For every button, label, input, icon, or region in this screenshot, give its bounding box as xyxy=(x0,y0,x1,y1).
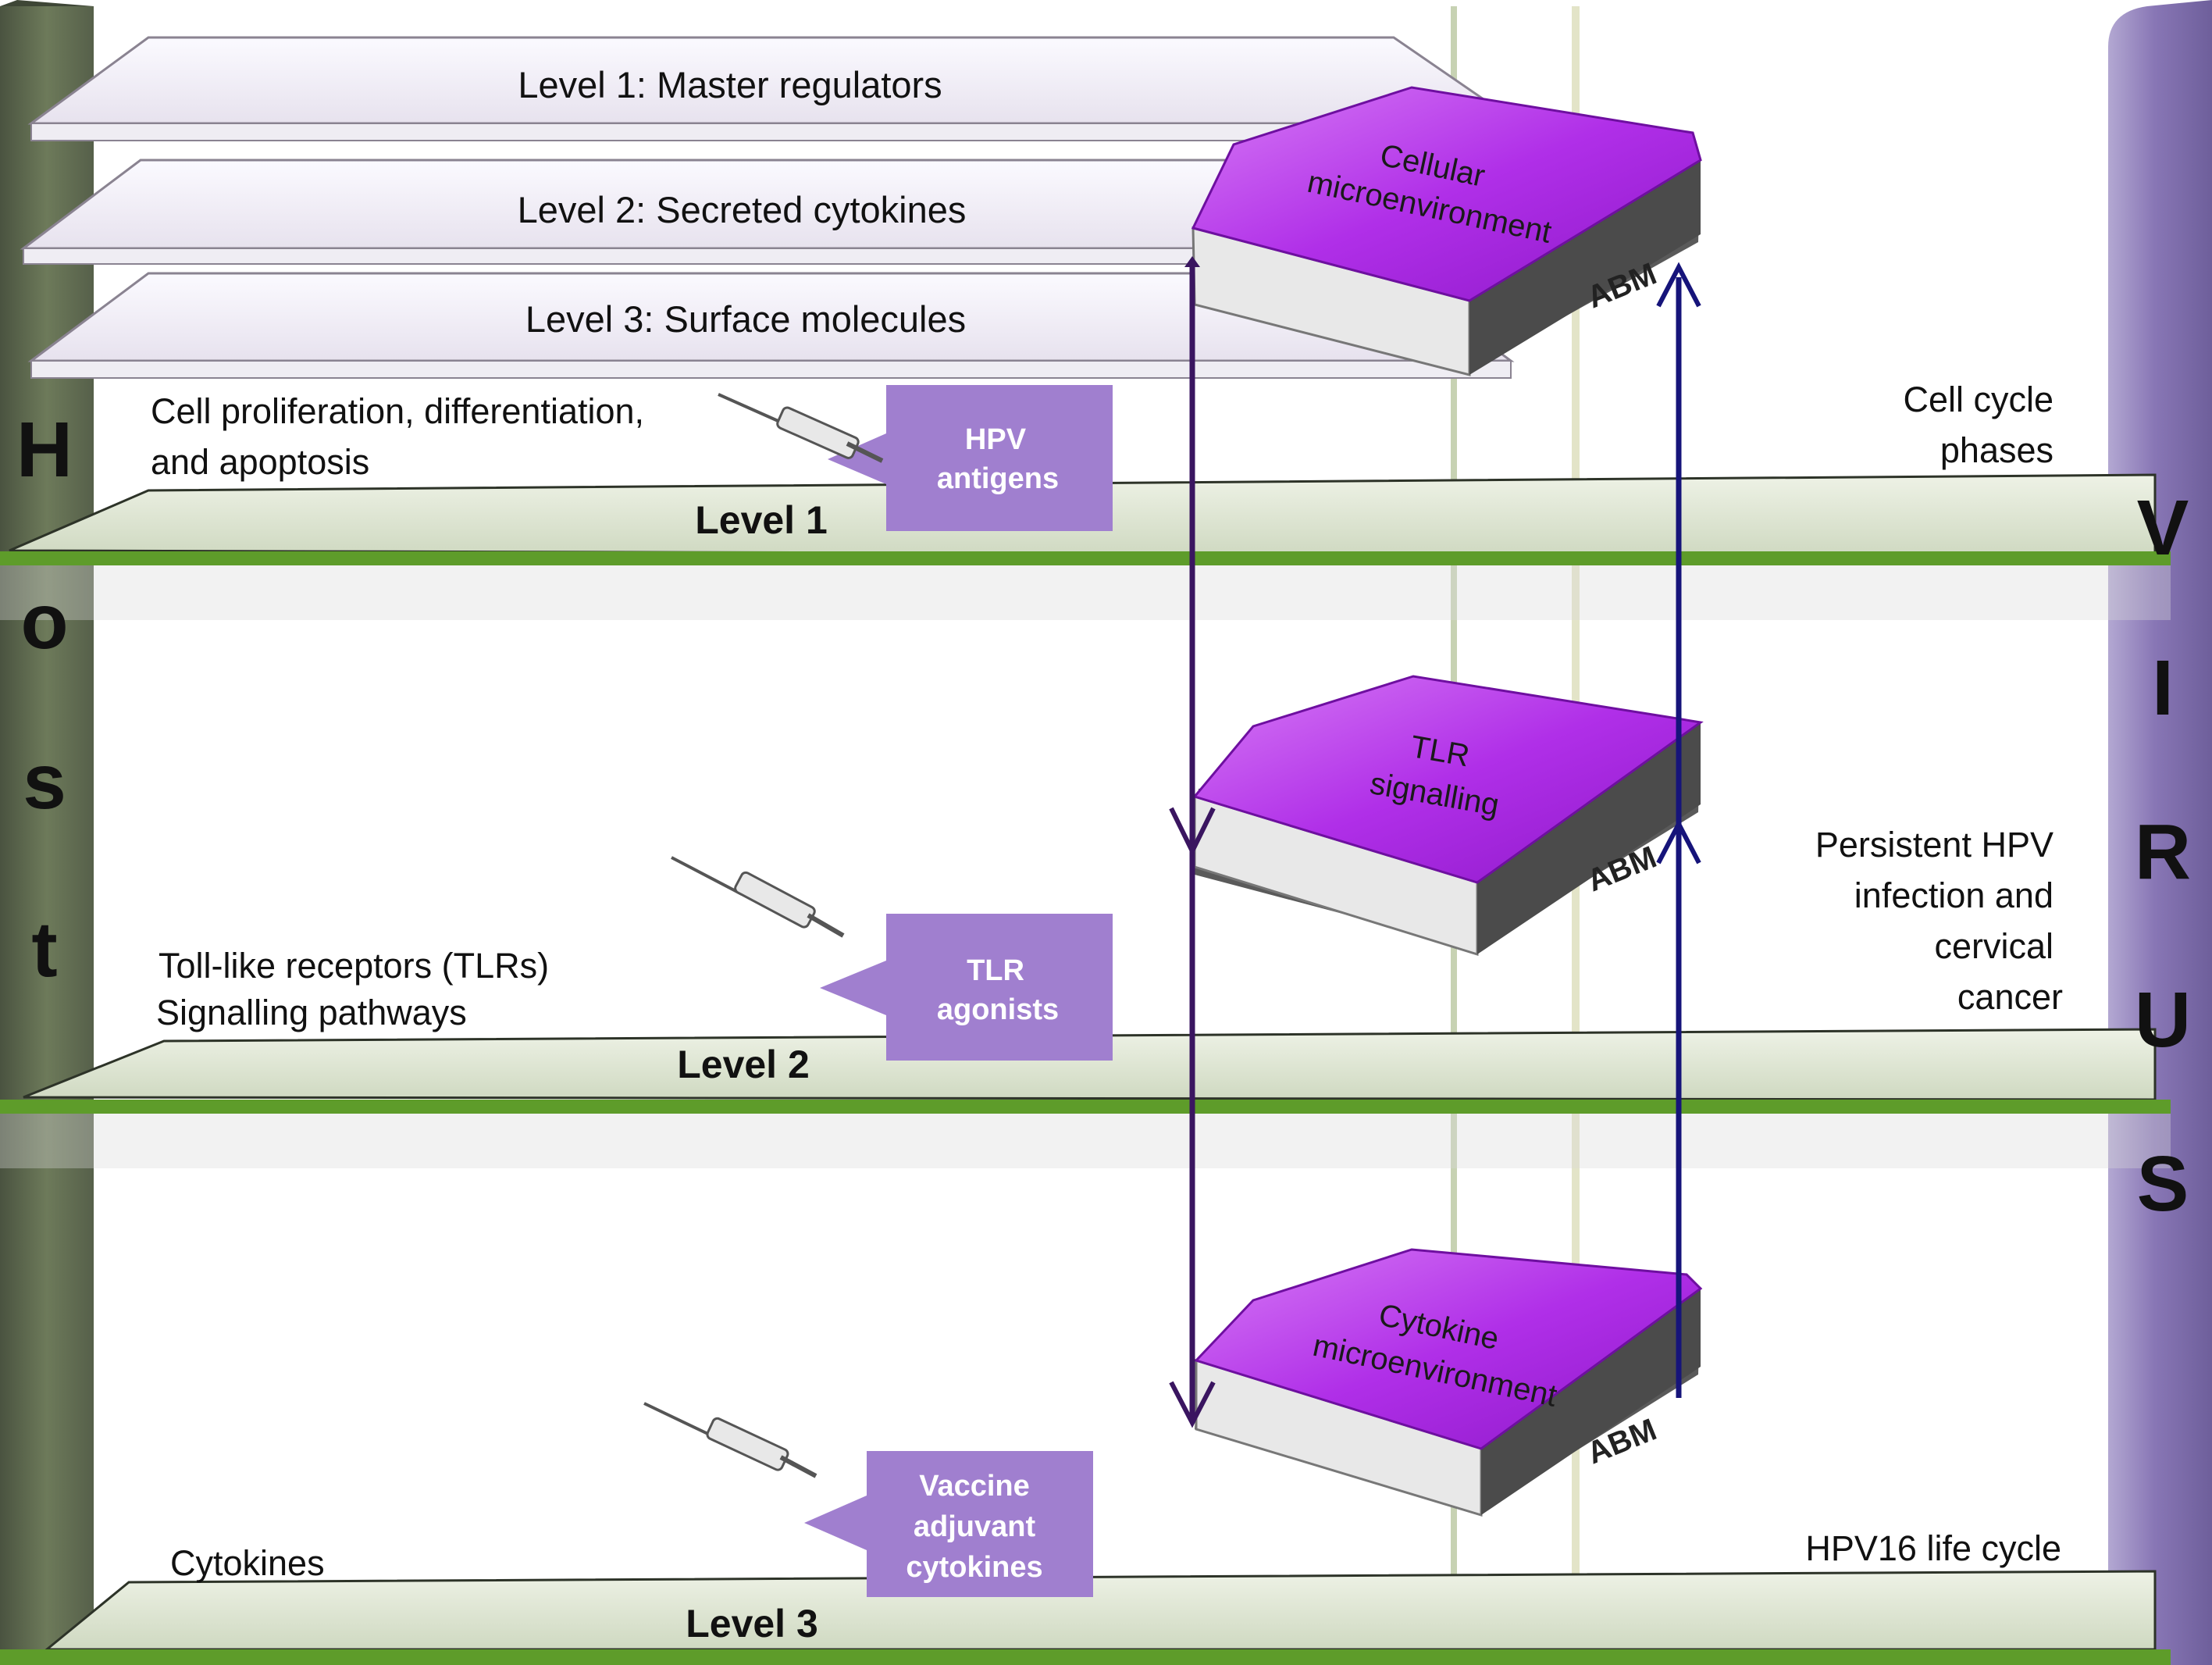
host-level-1-line-2: and apoptosis xyxy=(151,442,369,482)
level-2-shelf xyxy=(0,1028,2171,1168)
tab-2-line-2: agonists xyxy=(937,993,1059,1026)
tab-3-line-3: cytokines xyxy=(906,1551,1042,1584)
stacked-plane-3 xyxy=(27,272,1515,379)
intervention-tab-1 xyxy=(828,385,1113,531)
intervention-tab-2 xyxy=(820,914,1113,1061)
virus-level-3-line-1: HPV16 life cycle xyxy=(1805,1528,2061,1568)
syringe-icon-1 xyxy=(718,393,884,463)
stacked-plane-2 xyxy=(20,159,1523,265)
plane-label-1: Level 1: Master regulators xyxy=(518,64,942,105)
host-level-2-line-1: Toll-like receptors (TLRs) xyxy=(159,946,549,986)
virus-letter-2: I xyxy=(2152,644,2174,732)
intervention-tab-3 xyxy=(804,1451,1093,1597)
level-3-shelf xyxy=(0,1570,2171,1665)
virus-bar xyxy=(2108,0,2212,1665)
virus-letter-5: S xyxy=(2137,1140,2189,1228)
host-letter-1: H xyxy=(16,406,73,494)
virus-letter-4: U xyxy=(2135,976,2191,1064)
host-letter-2: o xyxy=(20,578,68,665)
abm-hexagon-1 xyxy=(1191,86,1702,376)
plane-label-3: Level 3: Surface molecules xyxy=(525,298,966,340)
syringe-icon-2 xyxy=(671,856,845,938)
virus-level-2-line-1: Persistent HPV xyxy=(1815,825,2053,865)
host-level-2-line-2: Signalling pathways xyxy=(156,993,467,1032)
level-3-label: Level 3 xyxy=(686,1602,818,1645)
tab-2-line-1: TLR xyxy=(967,954,1024,987)
plane-label-2: Level 2: Secreted cytokines xyxy=(518,189,967,230)
level-2-label: Level 2 xyxy=(677,1043,810,1086)
host-letter-4: t xyxy=(31,906,57,993)
virus-level-2-line-2: infection and xyxy=(1854,875,2053,915)
up-arrow xyxy=(1656,262,1701,1398)
virus-letter-1: V xyxy=(2137,484,2189,572)
tab-3-line-1: Vaccine xyxy=(919,1470,1030,1503)
virus-level-2-line-4: cancer xyxy=(1957,977,2063,1017)
tab-3-line-2: adjuvant xyxy=(914,1510,1036,1543)
down-arrow xyxy=(1169,256,1216,1428)
abm-hexagon-3 xyxy=(1194,1248,1703,1517)
virus-level-1-line-1: Cell cycle xyxy=(1903,380,2053,419)
syringe-icon-3 xyxy=(643,1402,817,1478)
tab-1-line-2: antigens xyxy=(937,462,1059,495)
host-level-1-line-1: Cell proliferation, differentiation, xyxy=(151,391,644,431)
host-level-3-line-1: Cytokines xyxy=(170,1543,325,1583)
abm-hexagon-2 xyxy=(1192,675,1704,957)
virus-level-1-line-2: phases xyxy=(1940,430,2053,470)
host-letter-3: s xyxy=(23,738,66,825)
virus-letter-3: R xyxy=(2135,808,2191,896)
virus-level-2-line-3: cervical xyxy=(1934,926,2053,966)
tab-1-line-1: HPV xyxy=(965,423,1027,456)
level-1-label: Level 1 xyxy=(695,498,828,542)
host-bar xyxy=(0,0,94,1665)
